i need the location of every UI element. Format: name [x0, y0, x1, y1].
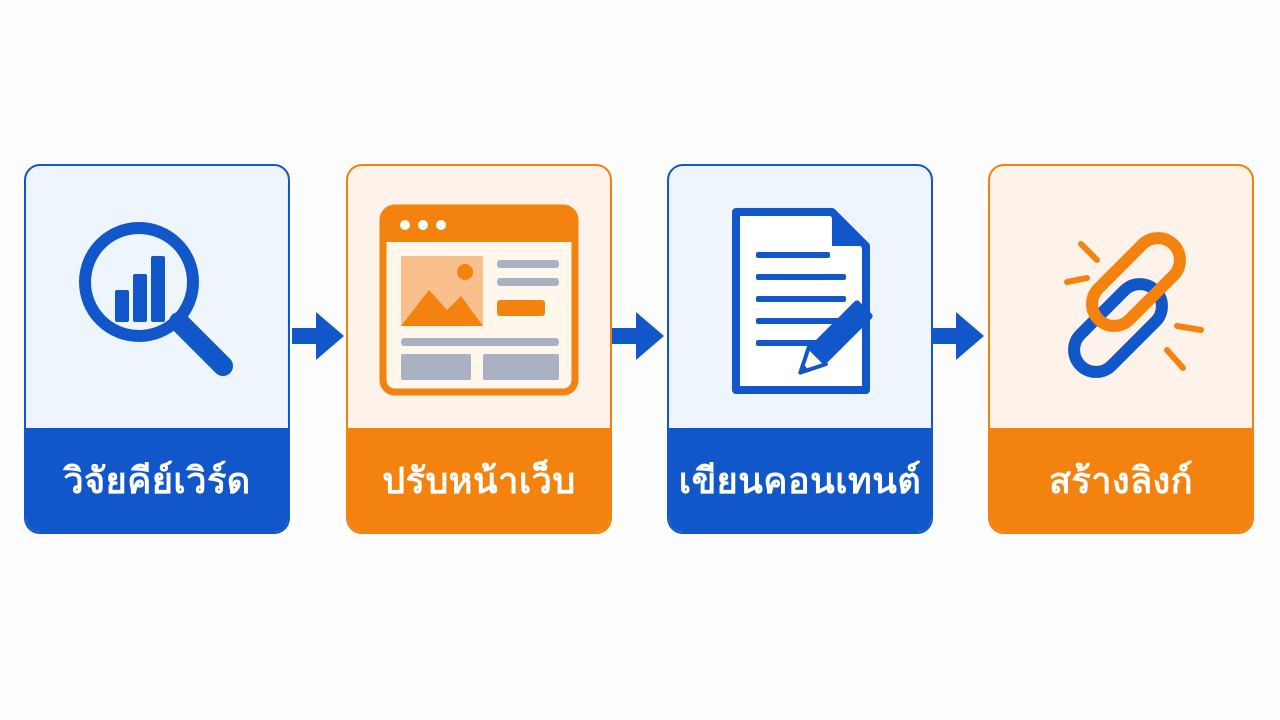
step-label: ปรับหน้าเว็บ — [348, 428, 610, 532]
step-card-keyword-research: วิจัยคีย์เวิร์ด — [24, 164, 290, 534]
magnifier-chart-icon — [79, 222, 233, 376]
step-icon-area — [990, 166, 1252, 430]
step-card-page-optimization: ปรับหน้าเว็บ — [346, 164, 612, 534]
document-pencil-icon — [732, 208, 873, 394]
step-card-link-building: สร้างลิงก์ — [988, 164, 1254, 534]
chain-link-icon — [1064, 232, 1204, 378]
step-card-content-writing: เขียนคอนเทนต์ — [667, 164, 933, 534]
arrow-right-icon — [612, 312, 664, 360]
step-label: เขียนคอนเทนต์ — [669, 428, 931, 532]
arrow-right-icon — [932, 312, 984, 360]
step-label: วิจัยคีย์เวิร์ด — [26, 428, 288, 532]
step-icon-area — [26, 166, 288, 430]
arrow-right-icon — [292, 312, 344, 360]
step-icon-area — [348, 166, 610, 430]
web-page-icon — [379, 204, 579, 396]
step-label: สร้างลิงก์ — [990, 428, 1252, 532]
step-icon-area — [669, 166, 931, 430]
